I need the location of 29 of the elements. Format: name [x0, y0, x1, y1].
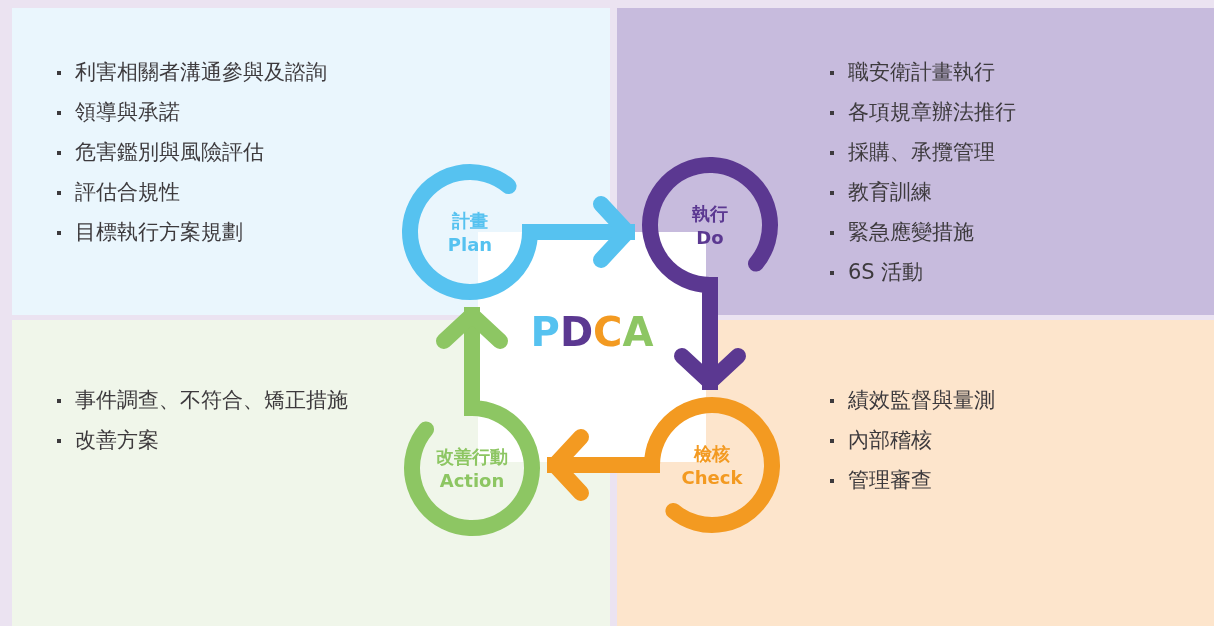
stage-name-english: Do — [696, 227, 724, 249]
list-item: 評估合規性 — [57, 178, 180, 206]
stage-name-english: Plan — [447, 234, 493, 256]
list-item: 利害相關者溝通參與及諮詢 — [57, 58, 327, 86]
list-item: 職安衛計畫執行 — [830, 58, 995, 86]
stage-name: 檢核 — [694, 443, 730, 465]
list-item: 採購、承攬管理 — [830, 138, 995, 166]
list-item: 內部稽核 — [830, 426, 932, 454]
stage-name: 計畫 — [452, 210, 488, 232]
stage-name-english: Check — [681, 467, 743, 489]
list-item: 改善方案 — [57, 426, 159, 454]
list-item: 緊急應變措施 — [830, 218, 974, 246]
arrow — [674, 300, 746, 390]
list-item: 領導與承諾 — [57, 98, 180, 126]
list-item: 教育訓練 — [830, 178, 932, 206]
stage-name-english: Action — [439, 470, 505, 492]
list-item: 事件調查、不符合、矯正措施 — [57, 386, 348, 414]
list-item: 6S 活動 — [830, 258, 924, 286]
arrow — [545, 196, 635, 268]
arrow — [547, 429, 637, 501]
list-item: 管理審查 — [830, 466, 932, 494]
list-item: 危害鑑別與風險評估 — [57, 138, 264, 166]
list-item: 各項規章辦法推行 — [830, 98, 1016, 126]
pdca-title: PDCA — [530, 309, 654, 355]
list-item: 績效監督與量測 — [830, 386, 995, 414]
stage-name: 改善行動 — [436, 446, 508, 468]
arrow — [436, 307, 508, 393]
list-item: 目標執行方案規劃 — [57, 218, 243, 246]
stage-name: 執行 — [692, 203, 728, 225]
